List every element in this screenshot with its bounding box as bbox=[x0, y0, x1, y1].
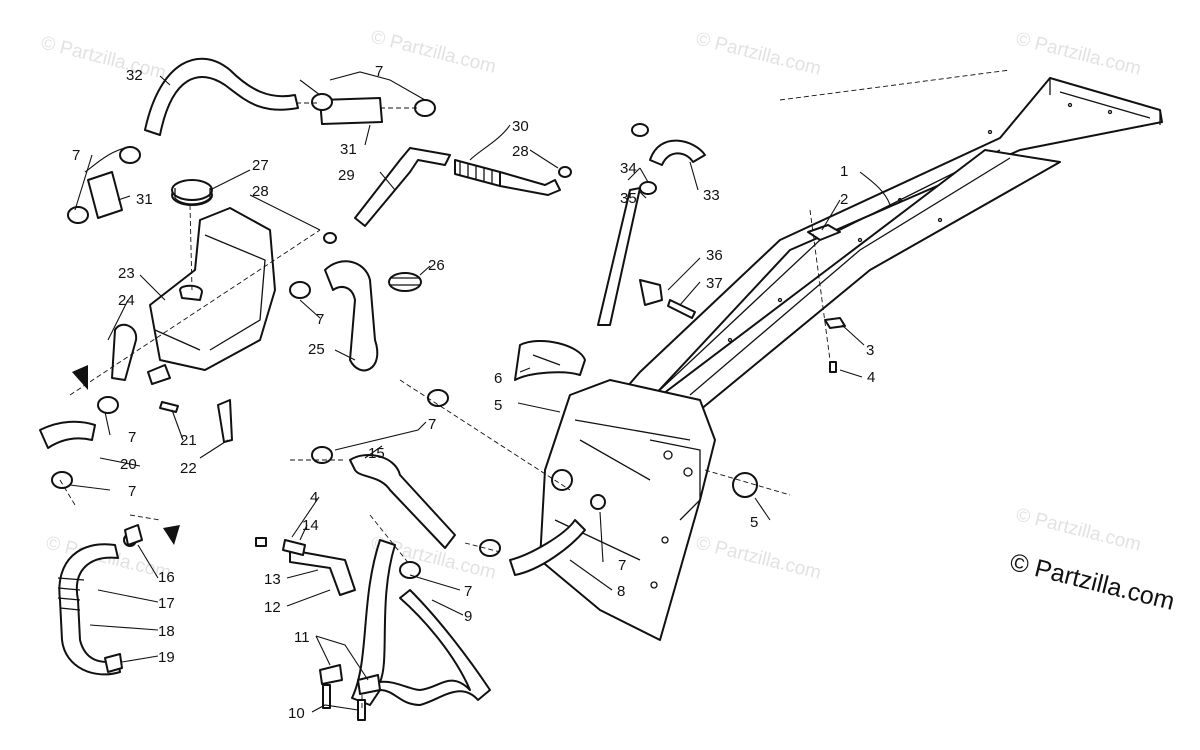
callout-5: 5 bbox=[494, 397, 502, 414]
callout-10: 10 bbox=[288, 705, 305, 722]
hose-33 bbox=[649, 139, 706, 166]
watermark: © Partzilla.com bbox=[1014, 504, 1143, 555]
bracket-12 bbox=[289, 549, 356, 596]
plate-3 bbox=[824, 317, 846, 329]
callout-30: 30 bbox=[512, 118, 529, 135]
hose-9 bbox=[351, 539, 491, 706]
callout-26: 26 bbox=[428, 257, 445, 274]
leader-lines bbox=[59, 69, 1011, 713]
screw-4b bbox=[829, 361, 837, 373]
hose-29 bbox=[354, 147, 451, 227]
hose-30 bbox=[454, 159, 501, 187]
watermark: © Partzilla.com bbox=[39, 32, 168, 83]
clamp-19 bbox=[104, 653, 123, 673]
callout-29: 29 bbox=[338, 167, 355, 184]
callout-1: 1 bbox=[840, 163, 848, 180]
flow-arrows bbox=[72, 365, 180, 545]
callout-7: 7 bbox=[464, 583, 472, 600]
watermark: © Partzilla.com bbox=[1014, 28, 1143, 79]
hose-20 bbox=[39, 420, 96, 449]
callout-12: 12 bbox=[264, 599, 281, 616]
callout-18: 18 bbox=[158, 623, 175, 640]
front-heat-exchanger bbox=[539, 379, 716, 641]
arrow-down-right bbox=[163, 525, 180, 545]
callout-28: 28 bbox=[252, 183, 269, 200]
bracket-22 bbox=[217, 399, 233, 443]
callout-20: 20 bbox=[120, 456, 137, 473]
callout-4: 4 bbox=[310, 489, 318, 506]
callout-24: 24 bbox=[118, 292, 135, 309]
callout-25: 25 bbox=[308, 341, 325, 358]
callout-5: 5 bbox=[750, 514, 758, 531]
brackets-fasteners bbox=[104, 224, 846, 721]
callout-16: 16 bbox=[158, 569, 175, 586]
callout-7: 7 bbox=[72, 147, 80, 164]
callout-28: 28 bbox=[512, 143, 529, 160]
callout-8: 8 bbox=[617, 583, 625, 600]
clip-11b bbox=[357, 674, 381, 695]
arrow-up-left bbox=[72, 365, 88, 390]
callout-7: 7 bbox=[128, 429, 136, 446]
callout-33: 33 bbox=[703, 187, 720, 204]
callouts: 1 2 3 4 4 5 5 6 7 7 7 7 7 7 7 7 8 9 10 1… bbox=[72, 63, 875, 722]
callout-2: 2 bbox=[840, 191, 848, 208]
callout-35: 35 bbox=[620, 190, 637, 207]
callout-31: 31 bbox=[340, 141, 357, 158]
callout-7: 7 bbox=[316, 311, 324, 328]
watermark: © Partzilla.com bbox=[694, 532, 823, 583]
callout-37: 37 bbox=[706, 275, 723, 292]
hose-31a bbox=[319, 97, 383, 125]
screw-37 bbox=[667, 299, 696, 319]
heat-exchanger-tunnel bbox=[619, 77, 1163, 411]
callout-21: 21 bbox=[180, 432, 197, 449]
screw-21 bbox=[159, 401, 179, 413]
callout-36: 36 bbox=[706, 247, 723, 264]
screw-4a bbox=[255, 537, 267, 547]
gasket-6 bbox=[514, 340, 586, 381]
hose-31b bbox=[87, 171, 123, 219]
callout-7: 7 bbox=[375, 63, 383, 80]
hoses bbox=[39, 57, 706, 706]
callout-15: 15 bbox=[368, 445, 385, 462]
callout-13: 13 bbox=[264, 571, 281, 588]
block-14 bbox=[282, 539, 306, 556]
callout-3: 3 bbox=[866, 342, 874, 359]
callout-4: 4 bbox=[867, 369, 875, 386]
clip-11a bbox=[319, 664, 343, 685]
callout-19: 19 bbox=[158, 649, 175, 666]
watermark: © Partzilla.com bbox=[369, 26, 498, 77]
callout-9: 9 bbox=[464, 608, 472, 625]
spring-clamp bbox=[388, 272, 422, 292]
callout-23: 23 bbox=[118, 265, 135, 282]
callout-27: 27 bbox=[252, 157, 269, 174]
callout-31: 31 bbox=[136, 191, 153, 208]
elbow-16 bbox=[124, 524, 143, 546]
bracket-36 bbox=[639, 279, 663, 306]
callout-7: 7 bbox=[428, 416, 436, 433]
callout-6: 6 bbox=[494, 370, 502, 387]
hose-32 bbox=[144, 57, 299, 136]
callout-32: 32 bbox=[126, 67, 143, 84]
hose-24 bbox=[111, 323, 138, 381]
screw-10a bbox=[322, 684, 331, 709]
screw-10b bbox=[357, 699, 366, 721]
hose-29b bbox=[499, 171, 561, 196]
callout-7: 7 bbox=[618, 557, 626, 574]
watermark: © Partzilla.com bbox=[694, 28, 823, 79]
callout-14: 14 bbox=[302, 517, 319, 534]
callout-34: 34 bbox=[620, 160, 637, 177]
hose-15 bbox=[349, 454, 456, 549]
plate-2 bbox=[807, 224, 841, 241]
radiator-cap bbox=[171, 179, 213, 205]
callout-17: 17 bbox=[158, 595, 175, 612]
callout-11: 11 bbox=[294, 629, 310, 646]
callout-7: 7 bbox=[128, 483, 136, 500]
hose-35 bbox=[597, 187, 641, 326]
coolant-reservoir bbox=[147, 184, 276, 385]
hose-25 bbox=[324, 260, 379, 372]
hose-8 bbox=[509, 519, 586, 576]
callout-22: 22 bbox=[180, 460, 197, 477]
